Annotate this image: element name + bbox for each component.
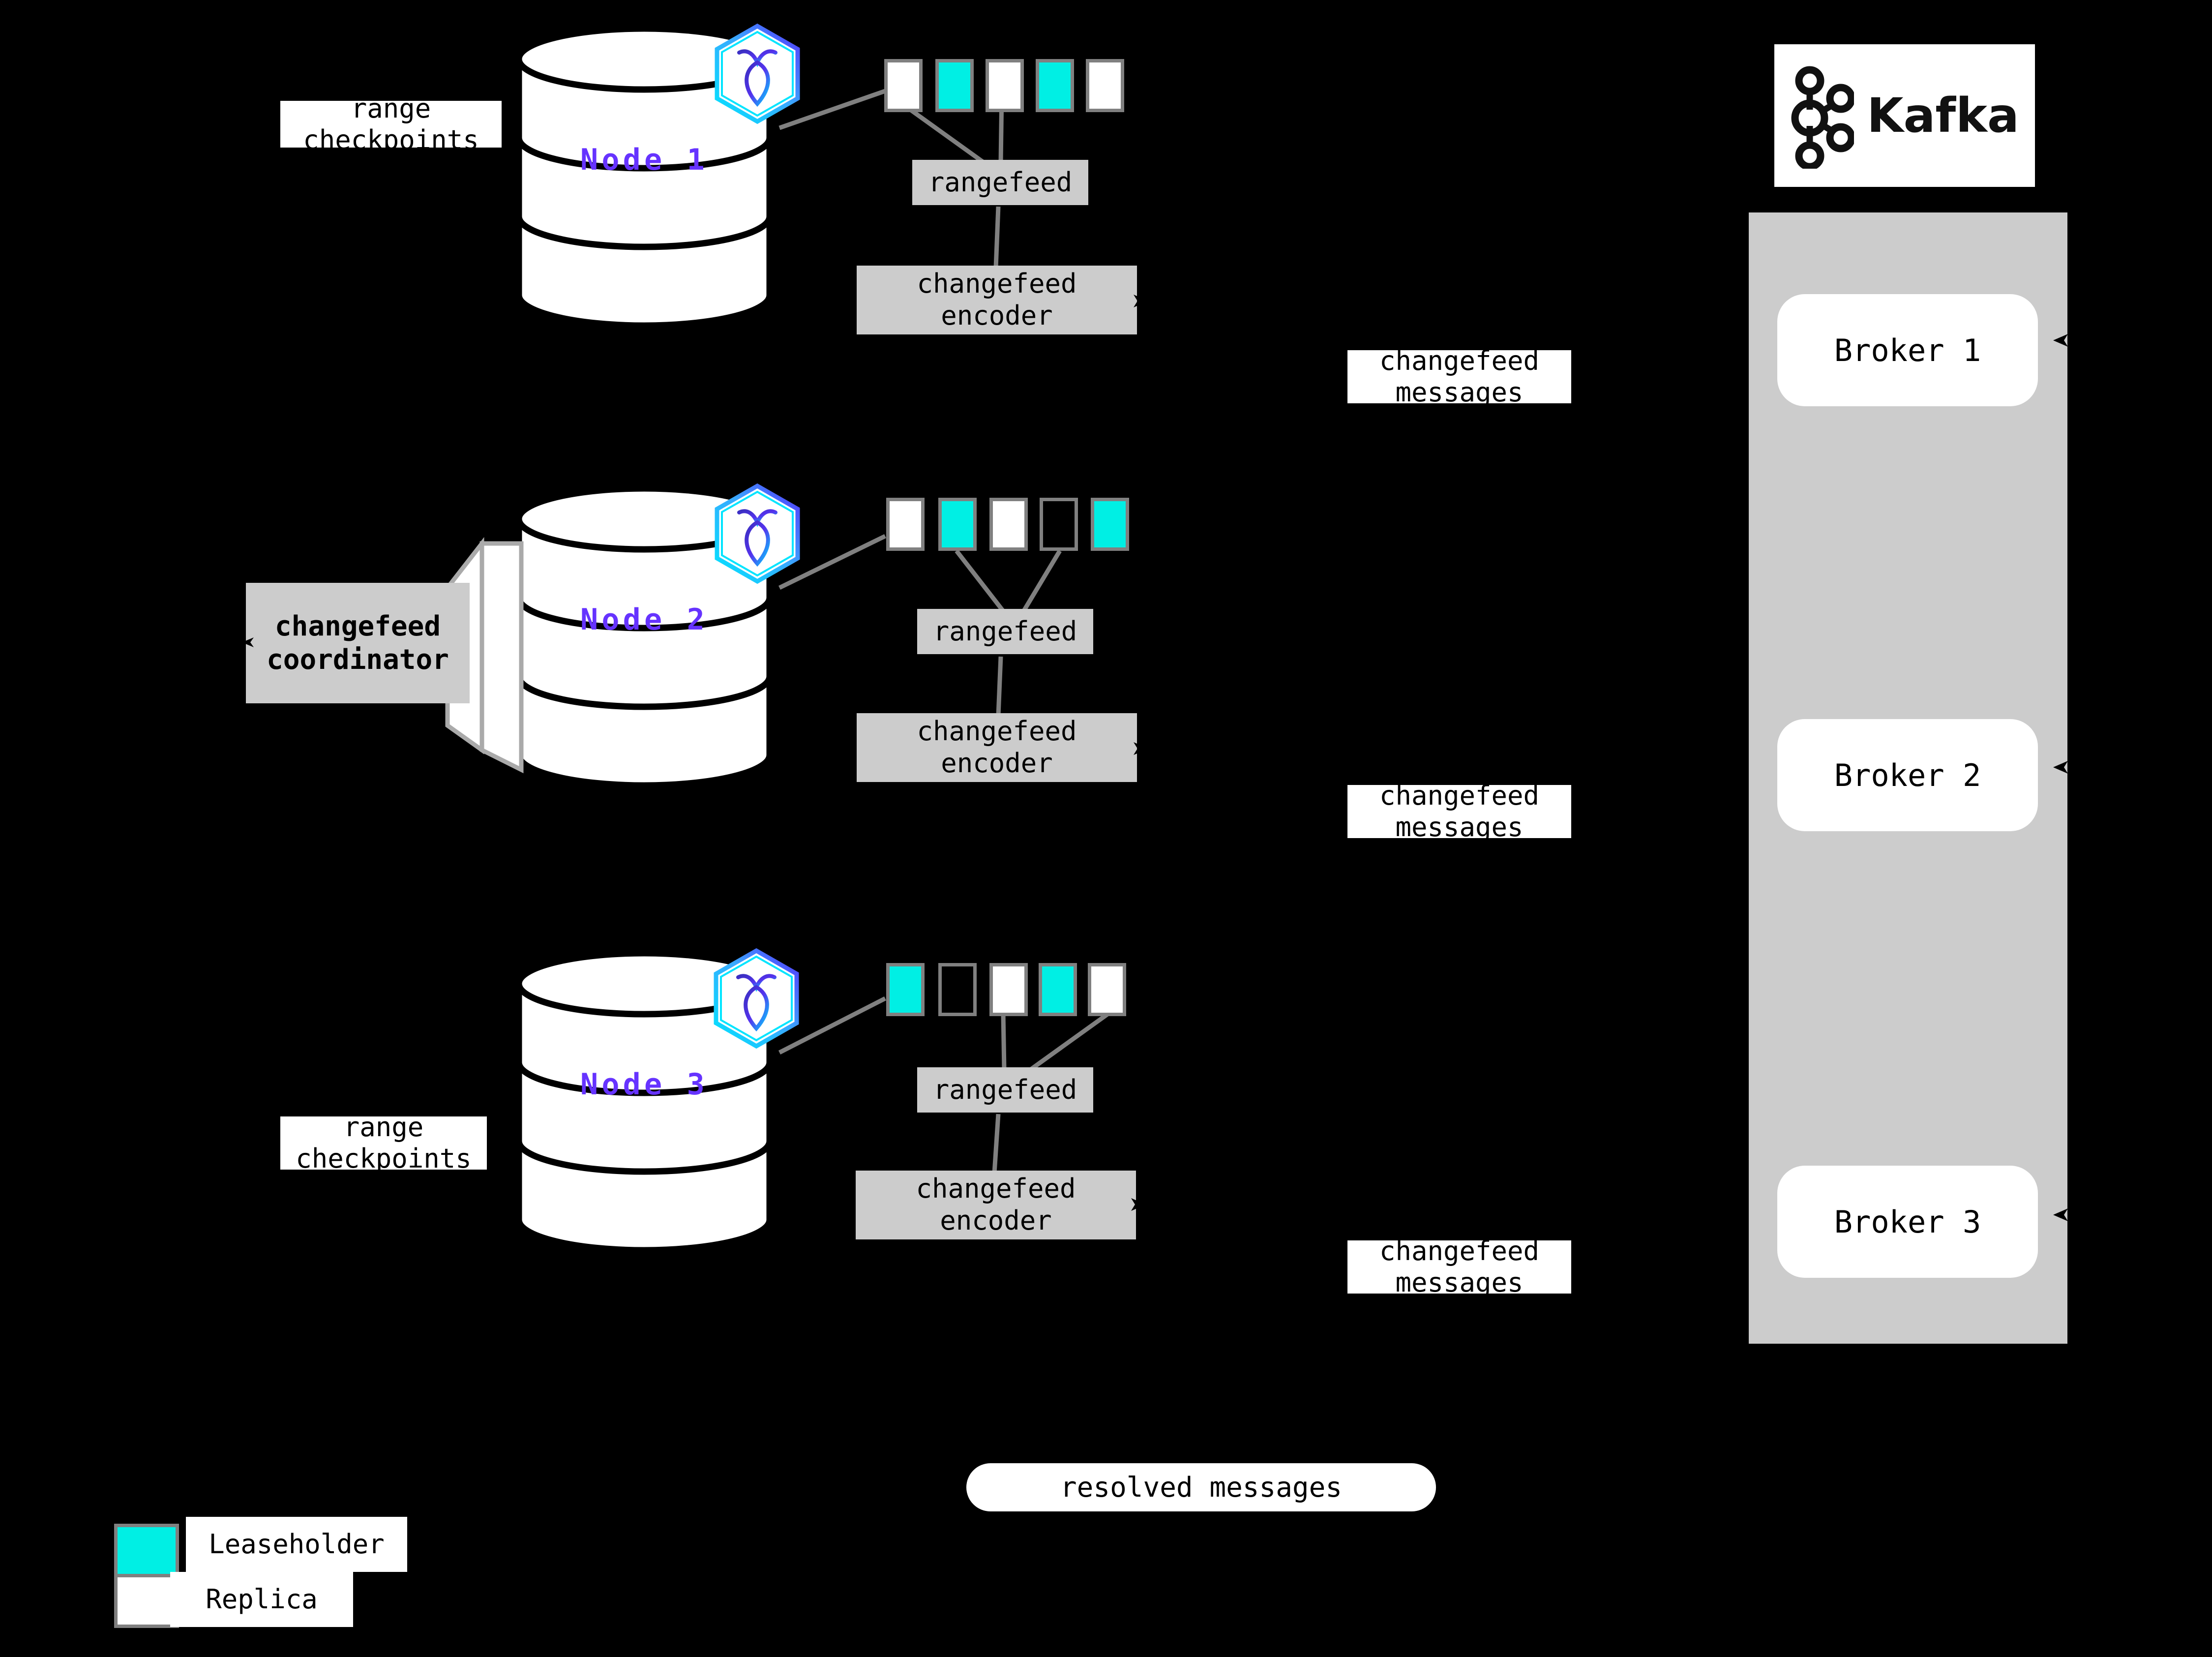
- range-box: [938, 498, 977, 551]
- encoder-out-arrow-icon: [1131, 1196, 1148, 1215]
- connector-range-to-rangefeed-3a: [1001, 1013, 1007, 1070]
- broker-in-arrow-icon: [2053, 760, 2069, 777]
- legend-swatch-replica: [114, 1574, 179, 1628]
- legend-label-replica: Replica: [170, 1572, 353, 1627]
- coordinator-in-arrow-icon: [242, 636, 255, 651]
- changefeed-coordinator-box: changefeed coordinator: [246, 583, 470, 703]
- rangefeed-box: rangefeed: [917, 1067, 1093, 1113]
- broker-in-arrow-icon: [2053, 333, 2069, 350]
- range-box: [1039, 963, 1077, 1016]
- range-checkpoints-label-3: range checkpoints: [280, 1112, 487, 1174]
- connector-range-to-rangefeed-3b: [1029, 1011, 1110, 1072]
- range-box: [1091, 498, 1129, 551]
- range-box: [935, 59, 974, 112]
- changefeed-coordinator-flap: [236, 534, 541, 782]
- broker-1[interactable]: Broker 1: [1777, 294, 2038, 406]
- range-box: [938, 963, 977, 1016]
- changefeed-encoder-box: changefeed encoder: [857, 266, 1137, 334]
- changefeed-encoder-box: changefeed encoder: [856, 1171, 1136, 1239]
- encoder-out-arrow-icon: [1134, 740, 1150, 759]
- kafka-wordmark: Kafka: [1867, 88, 2019, 143]
- range-box: [1088, 963, 1126, 1016]
- legend-swatch-leaseholder: [114, 1524, 179, 1578]
- range-box: [989, 963, 1028, 1016]
- changefeed-messages-label-2: changefeed messages: [1347, 785, 1571, 838]
- range-box: [1036, 59, 1074, 112]
- cockroachdb-hexagon-icon: [711, 22, 804, 127]
- connector-range-to-rangefeed-1a: [900, 101, 985, 164]
- broker-in-arrow-icon: [2053, 1207, 2069, 1224]
- connector-range-to-rangefeed-2a: [955, 549, 1006, 614]
- rangefeed-box: rangefeed: [917, 609, 1093, 654]
- kafka-logo-icon: [1791, 66, 1854, 169]
- legend-label-leaseholder: Leaseholder: [186, 1517, 407, 1572]
- range-box: [1040, 498, 1078, 551]
- range-box: [884, 59, 923, 112]
- broker-2[interactable]: Broker 2: [1777, 719, 2038, 831]
- rangefeed-box: rangefeed: [912, 160, 1088, 205]
- broker-3[interactable]: Broker 3: [1777, 1166, 2038, 1278]
- range-box: [886, 498, 925, 551]
- range-box: [886, 963, 925, 1016]
- connector-rangefeed-to-encoder-2: [996, 656, 1003, 716]
- range-box: [986, 59, 1024, 112]
- changefeed-messages-label-3: changefeed messages: [1347, 1240, 1571, 1294]
- cockroachdb-hexagon-icon: [711, 482, 804, 587]
- encoder-out-arrow-icon: [1134, 293, 1150, 311]
- changefeed-messages-label-1: changefeed messages: [1347, 350, 1571, 403]
- cockroachdb-hexagon-icon: [710, 947, 803, 1052]
- resolved-messages-pill: resolved messages: [966, 1463, 1436, 1511]
- kafka-logo-card: Kafka: [1774, 44, 2035, 187]
- range-box: [989, 498, 1028, 551]
- range-checkpoints-label-1: range checkpoints: [280, 93, 502, 155]
- connector-range-to-rangefeed-2b: [1021, 549, 1062, 614]
- changefeed-encoder-box: changefeed encoder: [857, 713, 1137, 782]
- range-box: [1086, 59, 1124, 112]
- connector-rangefeed-to-encoder-1: [993, 206, 1001, 269]
- connector-rangefeed-to-encoder-3: [992, 1114, 1001, 1174]
